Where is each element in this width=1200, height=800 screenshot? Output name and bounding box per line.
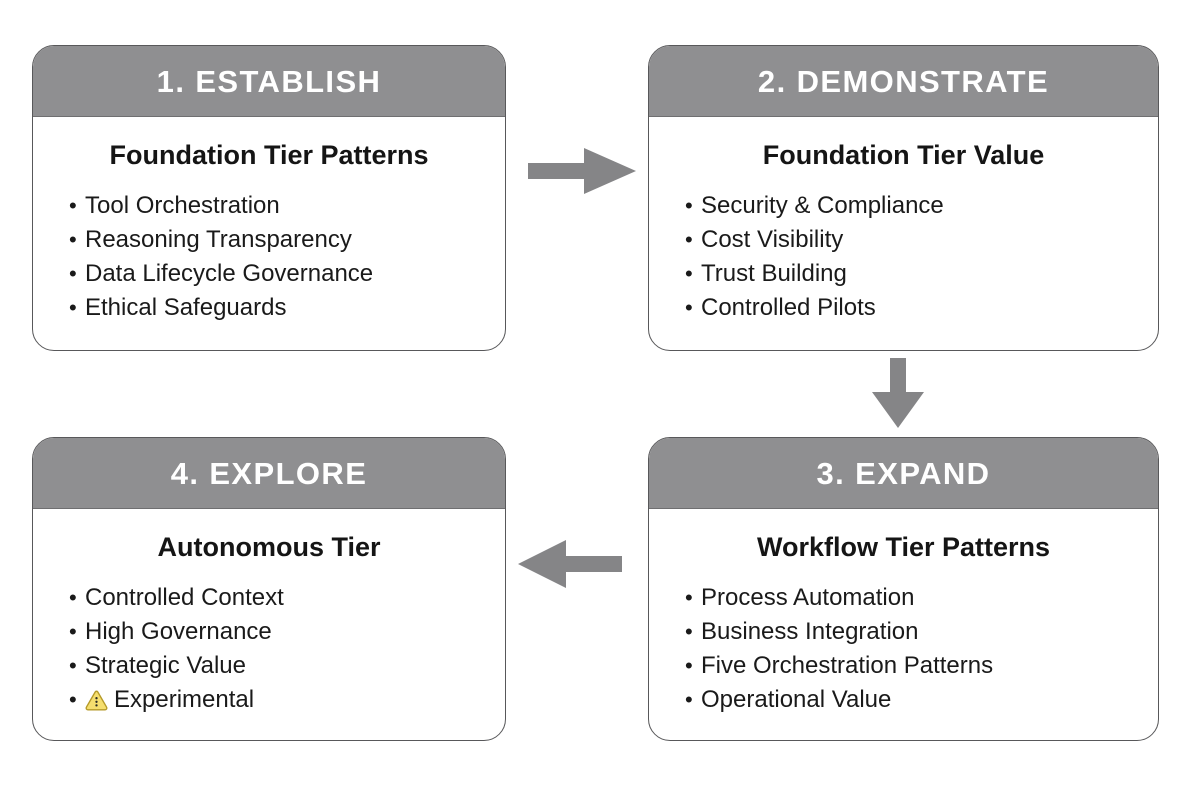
- list-item: • Controlled Pilots: [685, 291, 1132, 325]
- list-item-label: High Governance: [85, 617, 272, 645]
- list-item: • High Governance: [69, 615, 479, 649]
- list-item-label: Controlled Pilots: [701, 293, 876, 321]
- bullet-marker-icon: •: [685, 192, 693, 218]
- list-item-label: Data Lifecycle Governance: [85, 259, 374, 287]
- bullet-marker-icon: •: [69, 652, 77, 678]
- list-item-label: Experimental: [114, 685, 255, 713]
- card-demonstrate-subtitle: Foundation Tier Value: [762, 140, 1045, 170]
- card-explore-body: Autonomous Tier • Controlled Context • H…: [33, 509, 505, 740]
- list-item-label: Reasoning Transparency: [85, 225, 352, 253]
- card-demonstrate-header-title: 2. DEMONSTRATE: [757, 63, 1050, 99]
- card-establish[interactable]: 1. ESTABLISH Foundation Tier Patterns • …: [32, 45, 506, 351]
- list-item: • Cost Visibility: [685, 223, 1132, 257]
- bullet-marker-icon: •: [69, 584, 77, 610]
- card-expand-body: Workflow Tier Patterns • Process Automat…: [649, 509, 1158, 740]
- list-item-label: Trust Building: [701, 259, 847, 287]
- card-demonstrate-bullet-list: • Security & Compliance • Cost Visibilit…: [675, 189, 1132, 325]
- list-item: • Ethical Safeguards: [69, 291, 479, 325]
- list-item: • Security & Compliance: [685, 189, 1132, 223]
- card-expand[interactable]: 3. EXPAND Workflow Tier Patterns • Proce…: [648, 437, 1159, 741]
- card-establish-subtitle: Foundation Tier Patterns: [109, 140, 429, 170]
- card-establish-header-title: 1. ESTABLISH: [156, 63, 382, 99]
- card-demonstrate[interactable]: 2. DEMONSTRATE Foundation Tier Value • S…: [648, 45, 1159, 351]
- card-expand-subtitle: Workflow Tier Patterns: [756, 532, 1051, 562]
- list-item-label: Controlled Context: [85, 583, 284, 611]
- list-item: • Operational Value: [685, 683, 1132, 717]
- list-item-label: Ethical Safeguards: [85, 293, 287, 321]
- list-item: • Data Lifecycle Governance: [69, 257, 479, 291]
- card-expand-bullet-list: • Process Automation • Business Integrat…: [675, 581, 1132, 717]
- arrow-down-icon-demonstrate-to-expand: [872, 358, 924, 428]
- list-item-label: Process Automation: [701, 583, 915, 611]
- card-explore[interactable]: 4. EXPLORE Autonomous Tier • Controlled …: [32, 437, 506, 741]
- bullet-marker-icon: •: [69, 260, 77, 286]
- bullet-marker-icon: •: [685, 686, 693, 712]
- card-establish-bullet-list: • Tool Orchestration • Reasoning Transpa…: [59, 189, 479, 325]
- bullet-marker-icon: •: [69, 192, 77, 218]
- bullet-marker-icon: •: [685, 584, 693, 610]
- list-item: • Five Orchestration Patterns: [685, 649, 1132, 683]
- card-explore-bullet-list: • Controlled Context • High Governance •…: [59, 581, 479, 717]
- bullet-marker-icon: •: [685, 226, 693, 252]
- list-item-label: Five Orchestration Patterns: [701, 651, 994, 679]
- bullet-marker-icon: •: [685, 294, 693, 320]
- bullet-marker-icon: •: [69, 686, 77, 712]
- list-item-label: Tool Orchestration: [85, 191, 280, 219]
- card-explore-header-title: 4. EXPLORE: [170, 455, 368, 491]
- card-explore-header: 4. EXPLORE: [33, 438, 505, 509]
- list-item: • Controlled Context: [69, 581, 479, 615]
- list-item-label: Operational Value: [701, 685, 892, 713]
- list-item-label: Security & Compliance: [701, 191, 944, 219]
- bullet-marker-icon: •: [685, 652, 693, 678]
- bullet-marker-icon: •: [685, 618, 693, 644]
- card-expand-header-title: 3. EXPAND: [816, 455, 991, 491]
- list-item: • Trust Building: [685, 257, 1132, 291]
- arrow-left-icon-expand-to-explore: [518, 540, 622, 588]
- list-item: • Reasoning Transparency: [69, 223, 479, 257]
- card-demonstrate-header: 2. DEMONSTRATE: [649, 46, 1158, 117]
- list-item: • Tool Orchestration: [69, 189, 479, 223]
- list-item: • Business Integration: [685, 615, 1132, 649]
- card-establish-header: 1. ESTABLISH: [33, 46, 505, 117]
- list-item-label: Cost Visibility: [701, 225, 844, 253]
- card-explore-subtitle: Autonomous Tier: [157, 532, 381, 562]
- list-item-label: Business Integration: [701, 617, 919, 645]
- list-item: • Strategic Value: [69, 649, 479, 683]
- card-establish-body: Foundation Tier Patterns • Tool Orchestr…: [33, 117, 505, 350]
- list-item-experimental: • Experimental: [69, 683, 479, 717]
- list-item: • Process Automation: [685, 581, 1132, 615]
- bullet-marker-icon: •: [69, 294, 77, 320]
- bullet-marker-icon: •: [685, 260, 693, 286]
- bullet-marker-icon: •: [69, 618, 77, 644]
- card-demonstrate-body: Foundation Tier Value • Security & Compl…: [649, 117, 1158, 350]
- card-expand-header: 3. EXPAND: [649, 438, 1158, 509]
- arrow-right-icon-establish-to-demonstrate: [528, 148, 636, 194]
- bullet-marker-icon: •: [69, 226, 77, 252]
- warning-triangle-icon: [85, 690, 108, 711]
- list-item-label: Strategic Value: [85, 651, 246, 679]
